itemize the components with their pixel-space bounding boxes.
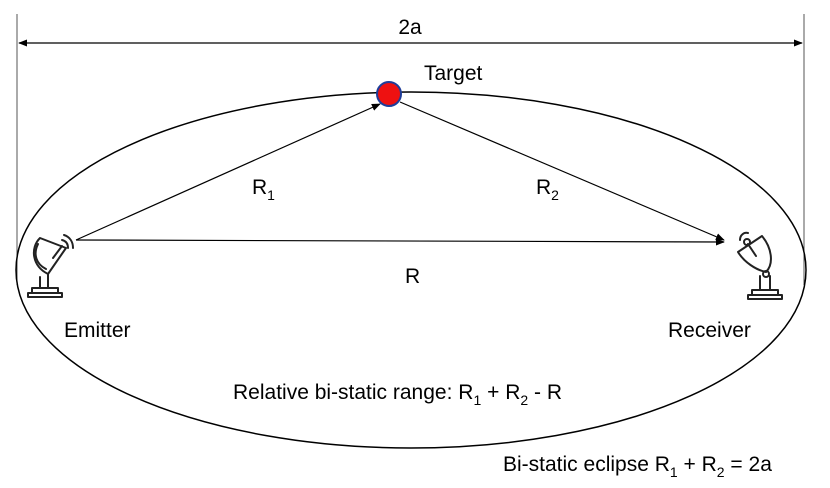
satellite-dish-icon: [737, 231, 783, 300]
emitter-label: Emitter: [64, 319, 131, 342]
ellipse-caption: Bi-static eclipse R1 + R2 = 2a: [503, 453, 772, 480]
relative-range-formula: Relative bi-static range: R1 + R2 - R: [233, 381, 562, 408]
r1-label: R1: [252, 176, 275, 203]
baseline-path: [75, 238, 725, 246]
satellite-dish-icon: [27, 234, 74, 298]
r2-path: [399, 101, 725, 241]
r2-label: R2: [536, 176, 559, 203]
baseline-label: R: [405, 265, 420, 288]
r1-path: [75, 103, 381, 241]
width-label: 2a: [398, 16, 422, 39]
bistatic-ellipse: [15, 91, 807, 449]
receiver-label: Receiver: [668, 319, 751, 342]
target-marker: [376, 81, 402, 107]
target-label: Target: [424, 62, 483, 85]
